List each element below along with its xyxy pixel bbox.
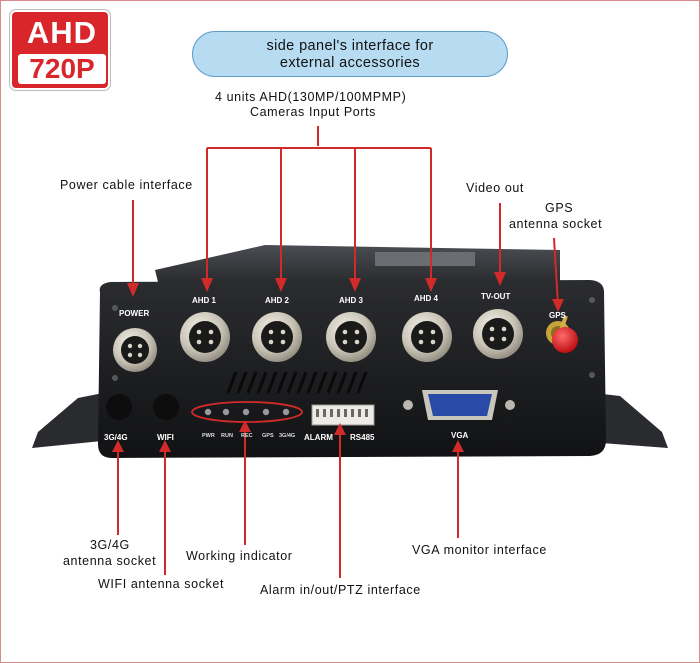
wifi-antenna-cover <box>153 394 179 420</box>
panel-label-vga: VGA <box>451 431 469 440</box>
led-highlight-ellipse <box>191 401 303 423</box>
panel-label-ahd1: AHD 1 <box>192 296 217 305</box>
callout-3g-line-1: 3G/4G <box>90 538 130 552</box>
callout-vga: VGA monitor interface <box>412 543 547 557</box>
vga-connector <box>403 390 515 420</box>
ventilation-grille <box>226 371 368 394</box>
screw-icon <box>112 375 118 381</box>
callout-lines <box>117 126 559 578</box>
panel-label-ahd4: AHD 4 <box>414 294 439 303</box>
led-label-3g: 3G/4G <box>279 433 296 439</box>
panel-label-wifi: WIFI <box>157 433 174 442</box>
panel-label-rs485: RS485 <box>350 433 375 442</box>
callout-gps-line-1: GPS <box>545 201 574 215</box>
callout-arrowheads <box>112 272 564 452</box>
led-label-run: RUN <box>221 433 233 439</box>
screw-icon <box>589 372 595 378</box>
callout-power: Power cable interface <box>60 178 193 192</box>
alarm-terminal-block <box>311 404 375 426</box>
badge-bottom-text: 720P <box>18 54 106 84</box>
banner-line-1: side panel's interface for <box>266 38 434 54</box>
panel-label-ahd2: AHD 2 <box>265 296 290 305</box>
badge-top-text: AHD <box>26 15 98 50</box>
top-sticker <box>375 252 475 266</box>
left-mount-flange <box>32 392 112 448</box>
callout-alarm: Alarm in/out/PTZ interface <box>260 583 421 597</box>
ahd-720p-badge: AHD 720P <box>9 9 111 91</box>
ahd3-connector <box>326 312 376 362</box>
panel-label-ahd3: AHD 3 <box>339 296 364 305</box>
panel-label-alarm: ALARM <box>304 433 333 442</box>
callout-video-out: Video out <box>466 181 524 195</box>
gps-antenna-socket <box>546 315 578 353</box>
callout-gps-line-2: antenna socket <box>509 217 603 231</box>
callout-ahd-line-2: Cameras Input Ports <box>250 105 377 119</box>
callout-wifi: WIFI antenna socket <box>98 577 225 591</box>
3g-antenna-cover <box>106 394 132 420</box>
callout-ahd-line-1: 4 units AHD(130MP/100MPMP) <box>215 90 407 104</box>
title-banner: side panel's interface for external acce… <box>192 31 508 77</box>
panel-label-tvout: TV-OUT <box>481 292 511 301</box>
device-front-panel <box>98 280 606 458</box>
panel-label-3g: 3G/4G <box>104 433 128 442</box>
ahd2-connector <box>252 312 302 362</box>
panel-label-gps: GPS <box>549 311 566 320</box>
ahd1-connector <box>180 312 230 362</box>
screw-icon <box>112 305 118 311</box>
ahd4-connector <box>402 312 452 362</box>
panel-label-power: POWER <box>119 309 150 318</box>
callout-3g-line-2: antenna socket <box>63 554 157 568</box>
led-label-rec: REC <box>241 433 253 439</box>
tv-out-connector <box>473 309 523 359</box>
led-label-gps: GPS <box>262 433 274 439</box>
led-label-pwr: PWR <box>202 433 215 439</box>
callout-working-indicator: Working indicator <box>186 549 293 563</box>
screw-icon <box>589 297 595 303</box>
status-leds <box>204 408 290 416</box>
banner-line-2: external accessories <box>279 55 421 71</box>
